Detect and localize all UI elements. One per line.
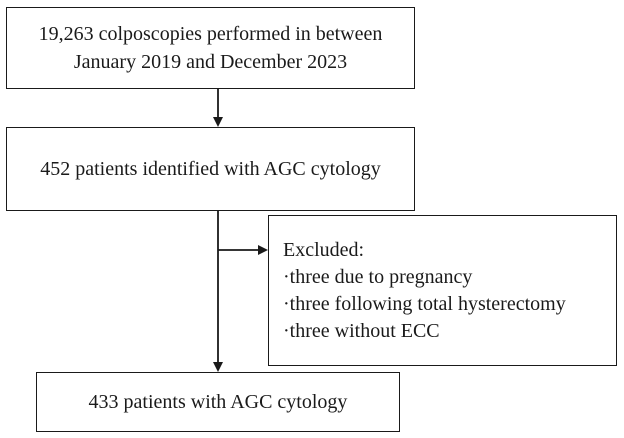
excluded-title: Excluded: [283,238,365,261]
excluded-item-pregnancy: ·three due to pregnancy [283,265,473,288]
excluded-box: Excluded: ·three due to pregnancy ·three… [268,215,617,366]
start-line-1: 19,263 colposcopies performed in between [38,23,383,45]
start-line-2: January 2019 and December 2023 [73,51,348,73]
start-box: 19,263 colposcopies performed in between… [6,7,415,89]
excluded-item-no-ecc: ·three without ECC [283,319,440,342]
excluded-item-hysterectomy: ·three following total hysterectomy [283,292,566,315]
final-box: 433 patients with AGC cytology [36,372,400,432]
identified-box: 452 patients identified with AGC cytolog… [6,127,415,211]
final-line-1: 433 patients with AGC cytology [88,391,348,413]
identified-line-1: 452 patients identified with AGC cytolog… [40,158,381,180]
